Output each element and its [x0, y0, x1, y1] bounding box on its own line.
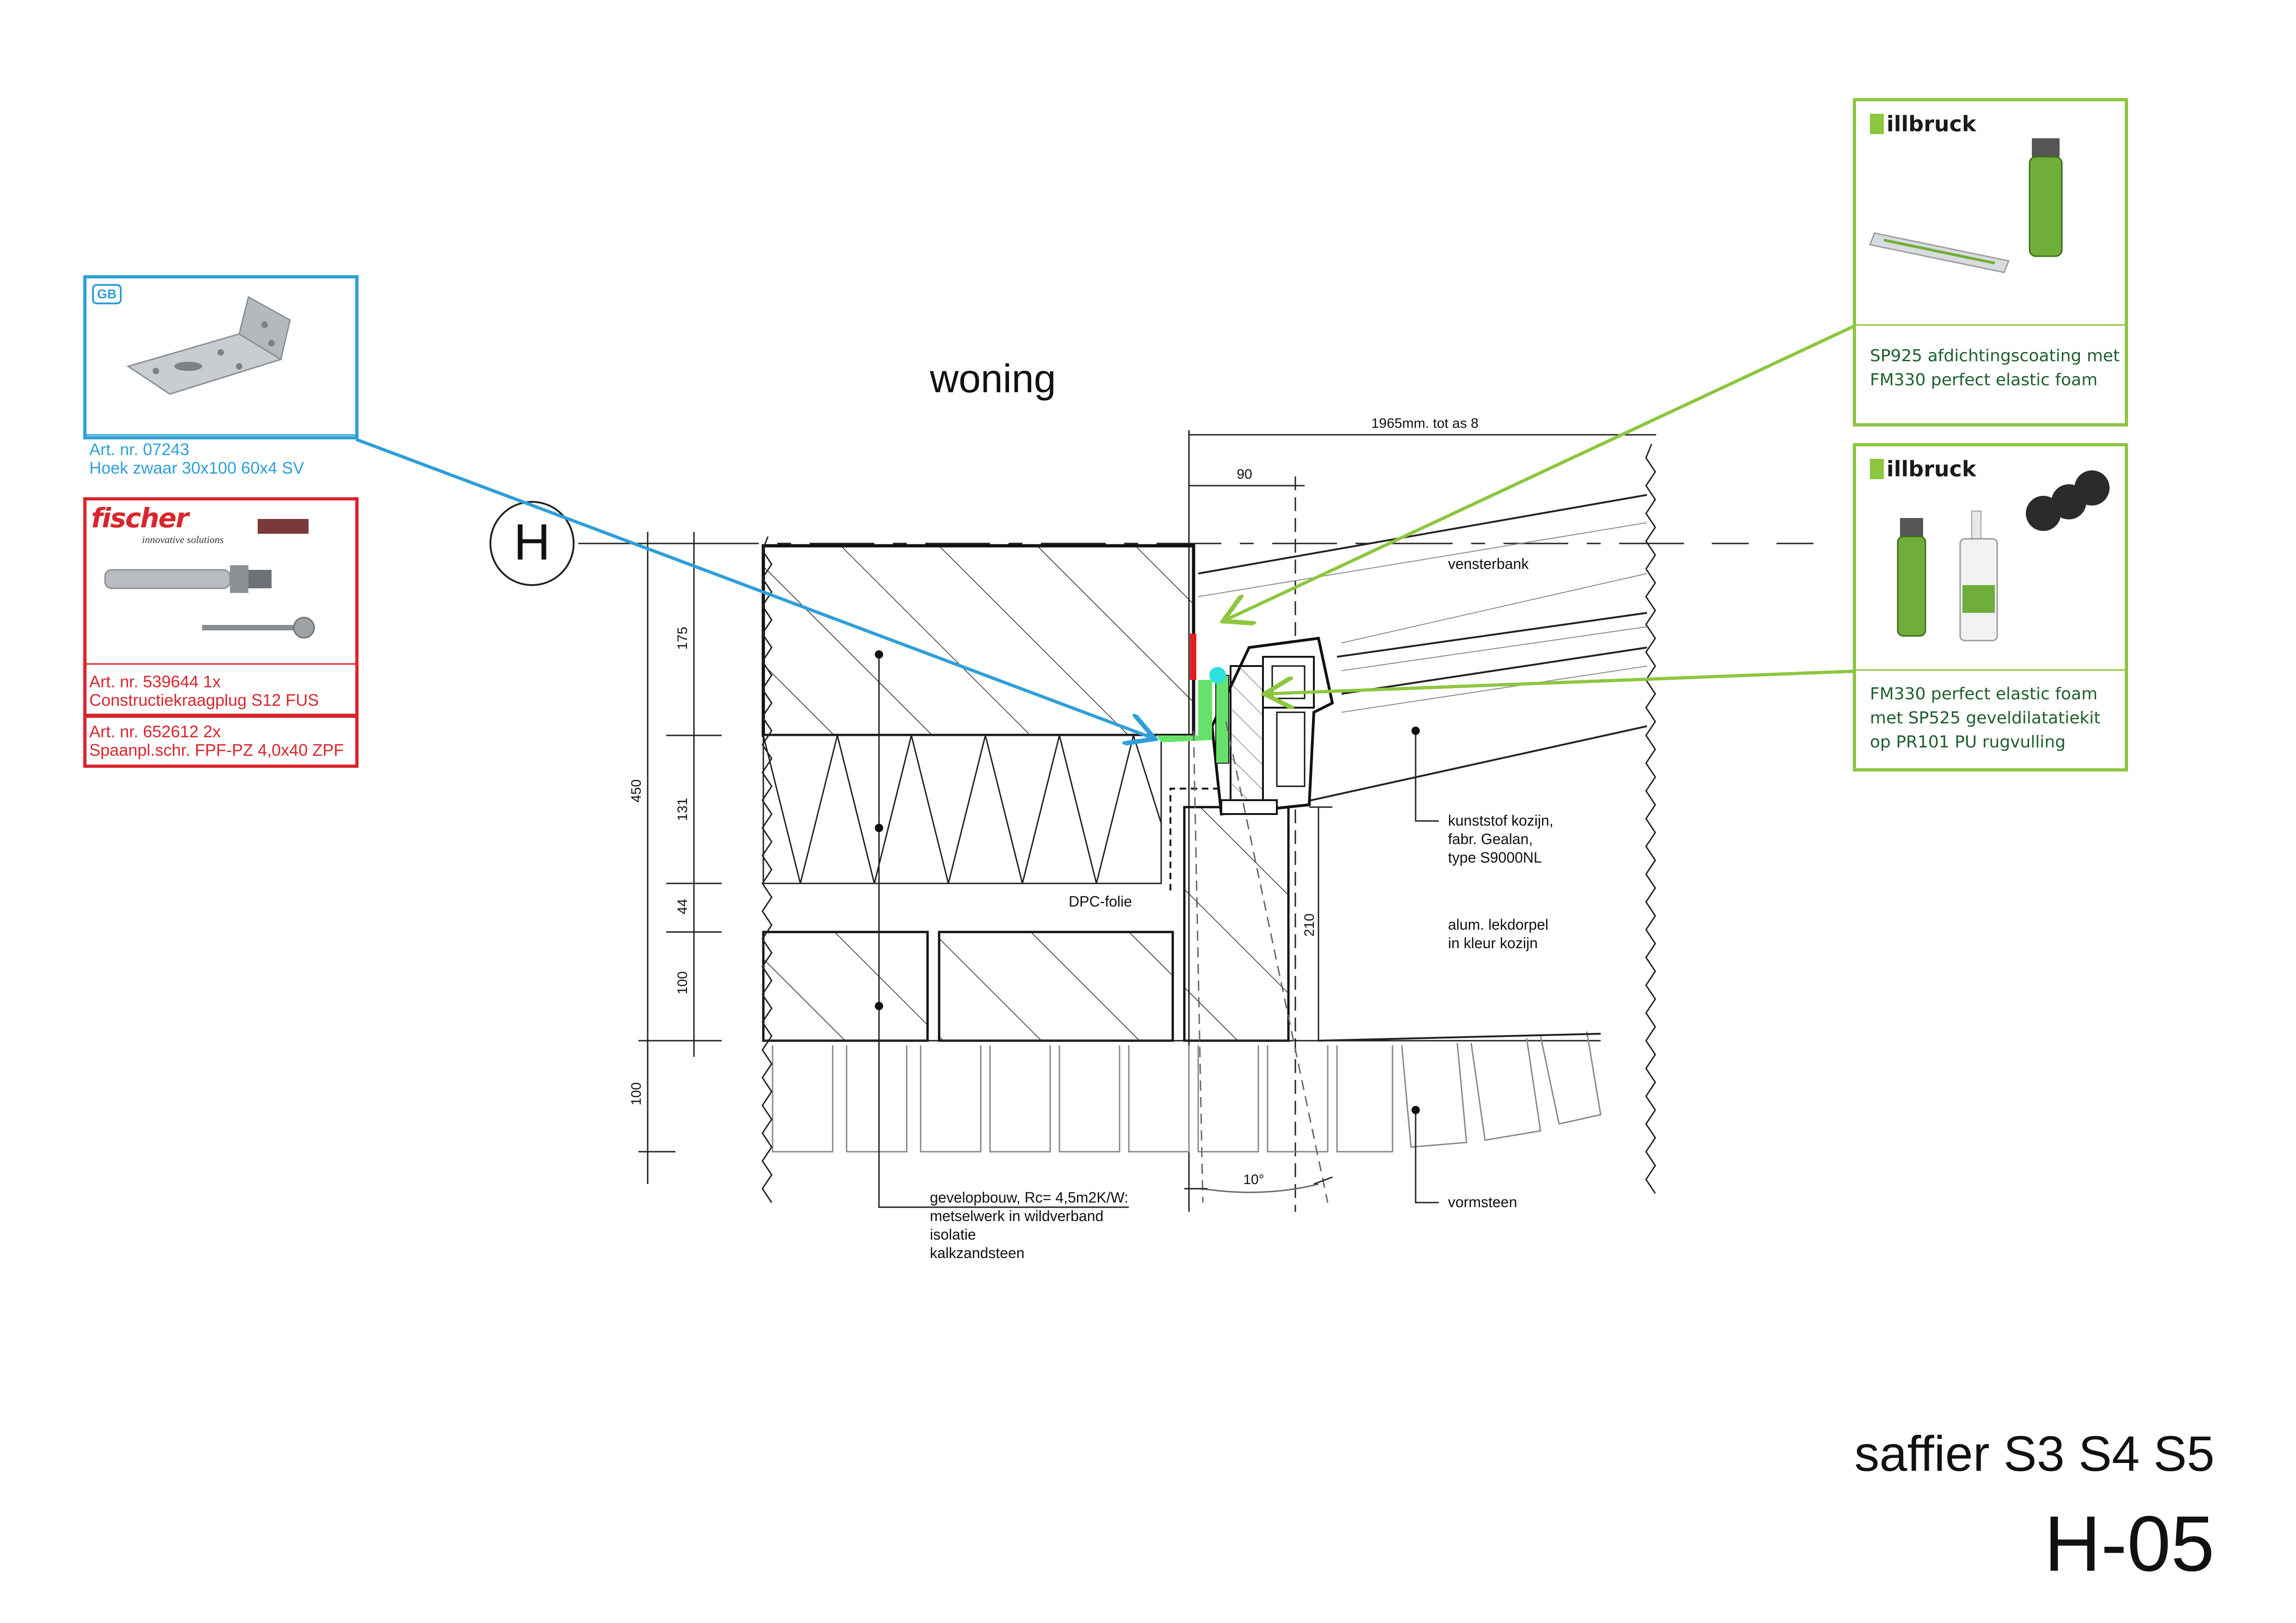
dim-top-90: 90 — [1237, 467, 1252, 482]
dim-131: 131 — [675, 798, 690, 821]
fischer-screw-article: Art. nr. 652612 2x — [89, 722, 221, 741]
illbruck-top-line2: FM330 perfect elastic foam — [1870, 370, 2098, 389]
illbruck-bottom-product-image — [1856, 470, 2125, 671]
callout-arrow-green-bottom — [1268, 669, 1869, 694]
product-card-fischer-plug: fischer innovative solutions Art. nr. 53… — [83, 497, 359, 717]
illbruck-mark-icon — [1870, 114, 1884, 134]
label-vormsteen: vormsteen — [1448, 1194, 1517, 1210]
label-kozijn-1: kunststof kozijn, — [1448, 812, 1553, 829]
angle-bracket-image — [87, 296, 355, 436]
product-card-illbruck-bottom: illbruck FM330 perfect elastic foam met … — [1853, 443, 2128, 771]
label-gevel-4: kalkzandsteen — [930, 1245, 1025, 1261]
dim-44: 44 — [675, 899, 690, 914]
green-foam-fill — [1157, 680, 1212, 742]
dim-top-total: 1965mm. tot as 8 — [1371, 416, 1479, 431]
fischer-screw-description: Spaanpl.schr. FPF-PZ 4,0x40 ZPF — [89, 741, 344, 759]
red-coating — [1190, 634, 1196, 680]
room-label-woning: woning — [930, 357, 1056, 401]
masonry-bricks — [762, 806, 1290, 1042]
leader-dots — [875, 650, 1420, 1114]
label-gevel-1: gevelopbouw, Rc= 4,5m2K/W: — [930, 1189, 1128, 1206]
label-vensterbank: vensterbank — [1448, 555, 1529, 572]
product-card-fischer-screw: Art. nr. 652612 2x Spaanpl.schr. FPF-PZ … — [83, 715, 359, 768]
green-seal-strip — [1215, 675, 1229, 764]
dim-450: 450 — [629, 779, 644, 802]
left-dimension-texts: 175 450 131 44 100 100 — [629, 627, 690, 1105]
fischer-logo: fischer — [91, 502, 189, 534]
window-frame — [1210, 636, 1334, 816]
illbruck-bottom-line1: FM330 perfect elastic foam — [1870, 685, 2098, 704]
illbruck-bottom-line2: met SP525 geveldilatatiekit — [1870, 709, 2101, 728]
dim-100-upper: 100 — [675, 971, 690, 994]
dim-100-lower: 100 — [629, 1082, 644, 1105]
illbruck-logo-top: illbruck — [1870, 111, 1976, 136]
leader-lines — [878, 654, 1439, 1208]
lekdorpel — [1290, 725, 1647, 1042]
break-lines — [761, 444, 1656, 1203]
gb-article-description: Hoek zwaar 30x100 60x4 SV — [89, 458, 304, 477]
illbruck-logo-bottom: illbruck — [1870, 457, 1976, 481]
label-lekdorpel-1: alum. lekdorpel — [1448, 916, 1548, 933]
dim-175: 175 — [675, 627, 690, 650]
fischer-plug-article: Art. nr. 539644 1x — [89, 672, 221, 691]
label-dpc-folie: DPC-folie — [1069, 893, 1132, 910]
dim-angle: 10° — [1243, 1172, 1264, 1187]
section-marker-label: H — [514, 514, 550, 571]
sheet-code: H-05 — [2044, 1500, 2215, 1588]
fischer-tagline: innovative solutions — [142, 534, 224, 545]
label-gevel-2: metselwerk in wildverband — [930, 1208, 1103, 1224]
section-marker: H — [489, 501, 575, 586]
label-lekdorpel-2: in kleur kozijn — [1448, 935, 1538, 951]
label-gevel-3: isolatie — [930, 1226, 976, 1243]
label-kozijn-2: fabr. Gealan, — [1448, 831, 1533, 847]
callout-arrow-blue — [355, 438, 1152, 738]
illbruck-top-line1: SP925 afdichtingscoating met — [1870, 346, 2120, 365]
label-kozijn-3: type S9000NL — [1448, 849, 1542, 866]
wall-inner-block — [761, 544, 1195, 737]
vensterbank — [1198, 494, 1647, 713]
left-dimensions — [638, 532, 722, 1184]
cyan-seal-point — [1209, 667, 1226, 684]
fischer-plug-description: Constructiekraagplug S12 FUS — [89, 691, 319, 710]
callout-arrow-green-top — [1226, 317, 1870, 620]
gb-article-number: Art. nr. 07243 — [89, 440, 190, 459]
dim-210-line — [1309, 806, 1332, 1041]
dim-210: 210 — [1302, 913, 1317, 937]
insulation-layer — [762, 733, 1162, 884]
illbruck-mark-icon — [1870, 459, 1884, 479]
slope-guides — [1184, 721, 1333, 1203]
product-card-illbruck-top: illbruck SP925 afdichtingscoating met FM… — [1853, 98, 2128, 426]
illbruck-bottom-line3: op PR101 PU rugvulling — [1870, 733, 2066, 752]
product-card-gb-bracket: GB Art. nr. 07243 Hoek zwaar 30x100 60x4… — [83, 275, 359, 477]
fischer-plug-image — [87, 519, 355, 665]
gb-logo: GB — [92, 284, 122, 304]
illbruck-top-product-image — [1856, 138, 2125, 326]
sheet-title: saffier S3 S4 S5 — [1854, 1426, 2215, 1481]
vormsteen-row — [763, 1031, 1602, 1153]
